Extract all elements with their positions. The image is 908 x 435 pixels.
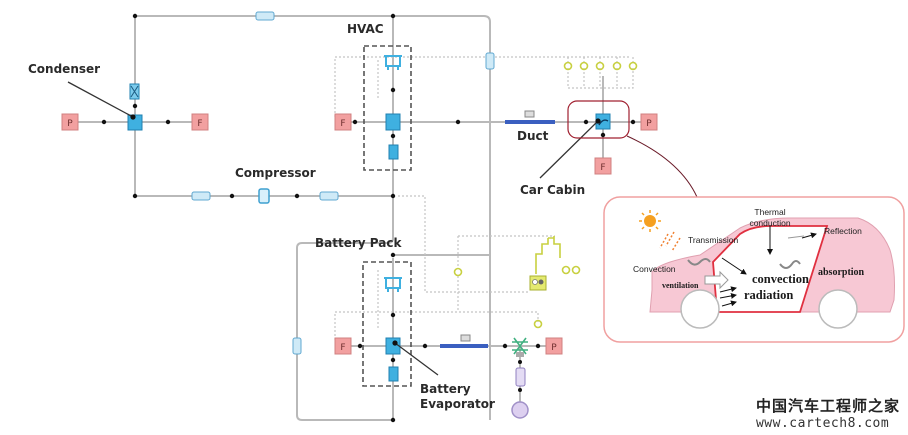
rear-wheel	[818, 289, 858, 329]
label-radiation: radiation	[744, 288, 793, 302]
label-conduction: conduction	[749, 218, 790, 228]
sensor-icon	[561, 265, 571, 275]
port-glyph: P	[551, 343, 557, 353]
label-battery-evaporator-2: Evaporator	[420, 397, 495, 411]
label-ventilation: ventilation	[662, 281, 699, 290]
components	[127, 11, 611, 419]
flow-port-condenser-outlet[interactable]: F	[191, 113, 209, 131]
label-absorption: absorption	[818, 267, 865, 278]
sensor-icon	[628, 61, 638, 71]
watermark-site-name: 中国汽车工程师之家	[755, 397, 900, 415]
sensor-icon	[453, 267, 463, 277]
sensor-icon	[533, 319, 543, 329]
flow-port-battery[interactable]: F	[334, 337, 352, 355]
label-condenser: Condenser	[28, 62, 100, 76]
sensor-icon	[612, 61, 622, 71]
cabin-heat-transfer-inset: Thermal conduction Reflection Transmissi…	[603, 196, 905, 343]
boundary-ports: P F F P F F P	[61, 113, 658, 355]
pipe-top	[135, 15, 491, 420]
cabin-outline	[712, 225, 829, 313]
controller-block[interactable]	[529, 275, 547, 291]
label-battery-pack: Battery Pack	[315, 236, 402, 250]
watermark: 中国汽车工程师之家 www.cartech8.com	[756, 395, 900, 431]
junction-dots	[101, 13, 636, 423]
sun-rays-icon	[659, 231, 681, 252]
battery-evaporator-component[interactable]	[385, 337, 401, 355]
cabin-highlight-box	[567, 100, 630, 139]
coolant-pipe-element[interactable]	[515, 367, 526, 387]
hvac-valve-lower[interactable]	[388, 144, 399, 160]
pipe-element-compressor-right[interactable]	[319, 191, 339, 201]
sensors	[453, 61, 638, 329]
compressor-component[interactable]	[258, 188, 270, 204]
hvac-evaporator[interactable]	[385, 113, 401, 131]
hvac-expansion-valve[interactable]	[384, 55, 402, 70]
battery-valve-lower[interactable]	[388, 366, 399, 382]
flow-port-cabin-bottom[interactable]: F	[594, 157, 612, 175]
label-compressor: Compressor	[235, 166, 316, 180]
refrigerant-pipes	[70, 15, 655, 421]
port-glyph: F	[340, 119, 345, 129]
label-car-cabin: Car Cabin	[520, 183, 585, 197]
battery-coolant-pipe[interactable]	[440, 334, 488, 348]
callout-connector	[626, 135, 698, 198]
pipe-element-top[interactable]	[255, 11, 275, 21]
pipe-battery-return	[296, 196, 394, 421]
sun-icon	[639, 210, 661, 232]
battery-expansion-valve[interactable]	[384, 277, 402, 292]
port-glyph: P	[67, 119, 73, 129]
label-battery-evaporator-1: Battery	[420, 382, 471, 396]
leader-lines	[67, 81, 599, 376]
label-convection-outside: Convection	[633, 264, 676, 274]
sensor-icon	[571, 265, 581, 275]
pressure-port-cabin-outlet[interactable]: P	[640, 113, 658, 131]
label-convection-inside: convection	[752, 272, 809, 286]
coolant-tank[interactable]	[511, 401, 529, 419]
pressure-port-battery-outlet[interactable]: P	[545, 337, 563, 355]
car-cabin-component[interactable]	[595, 113, 611, 130]
watermark-url: www.cartech8.com	[755, 416, 890, 431]
label-thermal: Thermal	[754, 207, 785, 217]
battery-group-box	[362, 261, 412, 387]
hvac-group-box	[363, 45, 412, 171]
flow-port-hvac[interactable]: F	[334, 113, 352, 131]
port-glyph: F	[340, 343, 345, 353]
signal-lines	[334, 56, 634, 340]
pressure-port-condenser-inlet[interactable]: P	[61, 113, 79, 131]
sensor-icon	[579, 61, 589, 71]
heat-arrows	[719, 226, 817, 307]
pipe-element-right-vertical[interactable]	[485, 52, 495, 70]
label-transmission: Transmission	[688, 235, 738, 245]
convection-swirl-inside-icon	[779, 260, 801, 269]
coolant-heat-exchanger[interactable]	[512, 337, 528, 357]
duct-component[interactable]	[505, 110, 555, 124]
label-hvac: HVAC	[347, 22, 384, 36]
controller-wires	[535, 236, 561, 274]
label-reflection: Reflection	[824, 226, 862, 236]
sensor-icon	[595, 61, 605, 71]
port-glyph: F	[600, 163, 605, 173]
port-glyph: P	[646, 119, 652, 129]
convection-swirl-outside-icon	[687, 258, 711, 266]
front-wheel	[680, 289, 720, 329]
sensor-icon	[563, 61, 573, 71]
pipe-element-compressor-left[interactable]	[191, 191, 211, 201]
label-duct: Duct	[517, 129, 549, 143]
pipe-element-left-vertical[interactable]	[292, 337, 302, 355]
port-glyph: F	[197, 119, 202, 129]
ventilation-arrow-icon	[704, 270, 729, 290]
